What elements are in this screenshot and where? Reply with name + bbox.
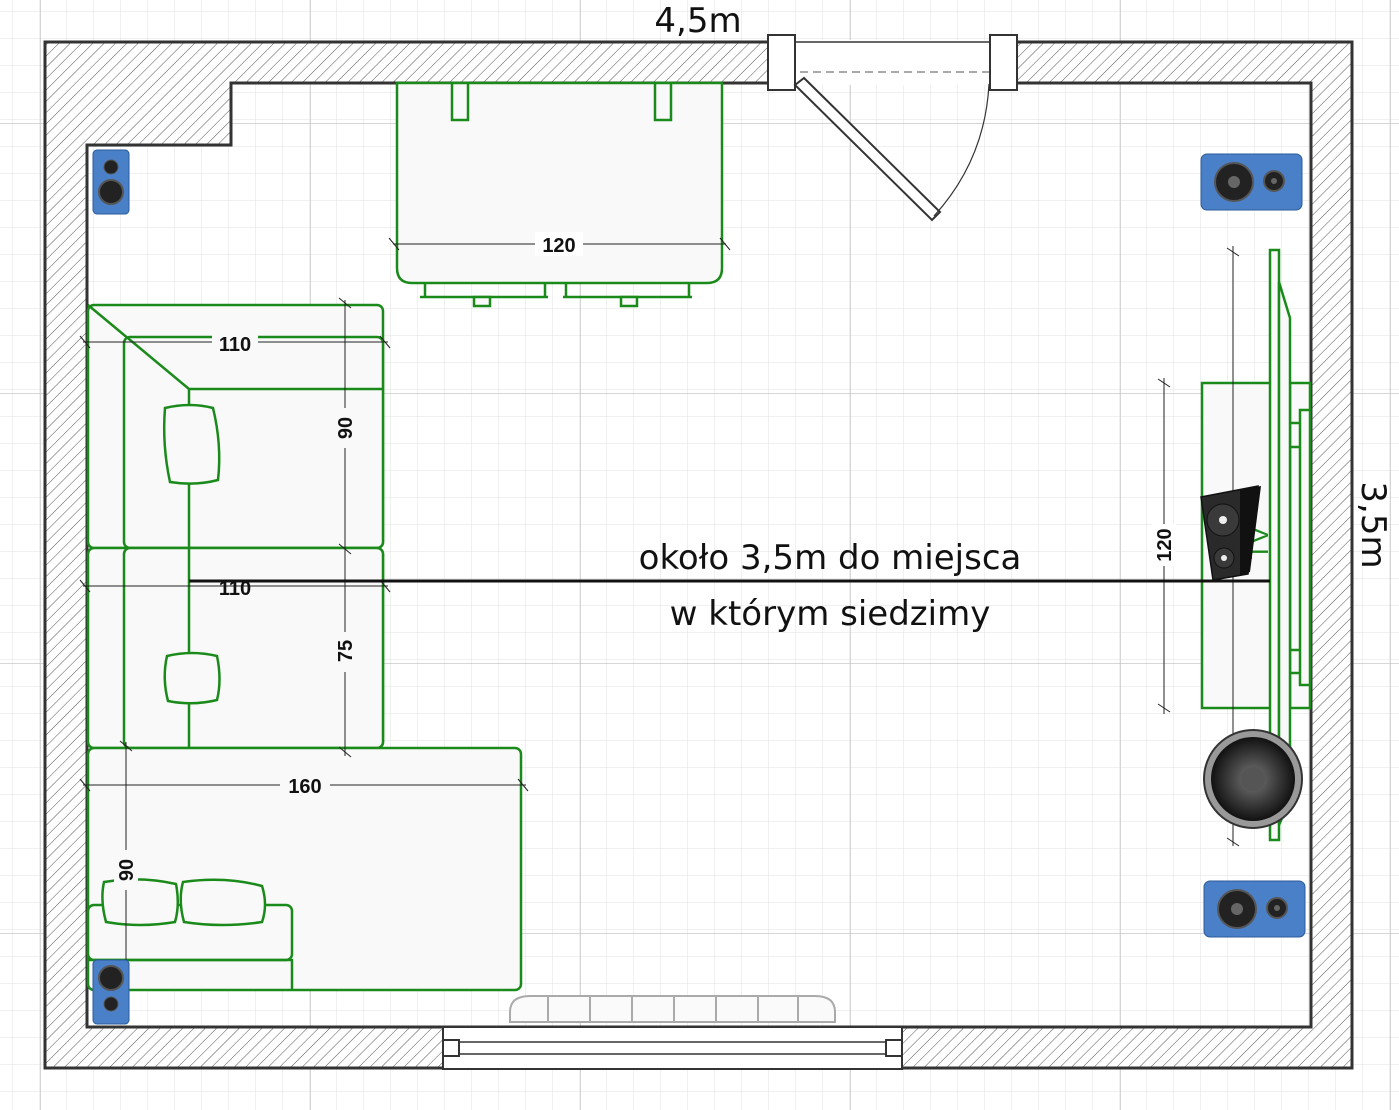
speaker-rear-left-icon [92, 959, 130, 1025]
dim-sofa-mid-width: 110 [219, 578, 251, 600]
desk [395, 81, 724, 308]
radiator [509, 995, 836, 1023]
speaker-front-left-icon [92, 149, 130, 215]
window [442, 1026, 903, 1070]
dim-tv-cabinet: 120 [1154, 528, 1176, 561]
tv-cabinet [1200, 381, 1312, 710]
dim-desk-width: 120 [542, 235, 575, 257]
door[interactable] [793, 76, 990, 222]
speaker-front-right-icon [1200, 153, 1303, 211]
door-opening [782, 40, 1000, 85]
speaker-rear-right-icon [1203, 880, 1306, 938]
room-height-label: 3,5m [1353, 481, 1393, 568]
room-width-label: 4,5m [654, 1, 741, 41]
dim-sofa-mid-depth: 75 [335, 640, 357, 662]
dim-sofa-top-width: 110 [219, 334, 251, 356]
annotation-line2: w którym siedzimy [670, 594, 991, 634]
annotation-line1: około 3,5m do miejsca [639, 538, 1022, 578]
corner-sofa [86, 303, 523, 992]
center-speaker-icon [1200, 485, 1261, 581]
dim-sofa-bottom-depth: 90 [116, 859, 138, 881]
dim-sofa-bottom-width: 160 [288, 776, 321, 798]
dim-sofa-top-depth: 90 [335, 417, 357, 439]
subwoofer-icon [1203, 729, 1303, 829]
